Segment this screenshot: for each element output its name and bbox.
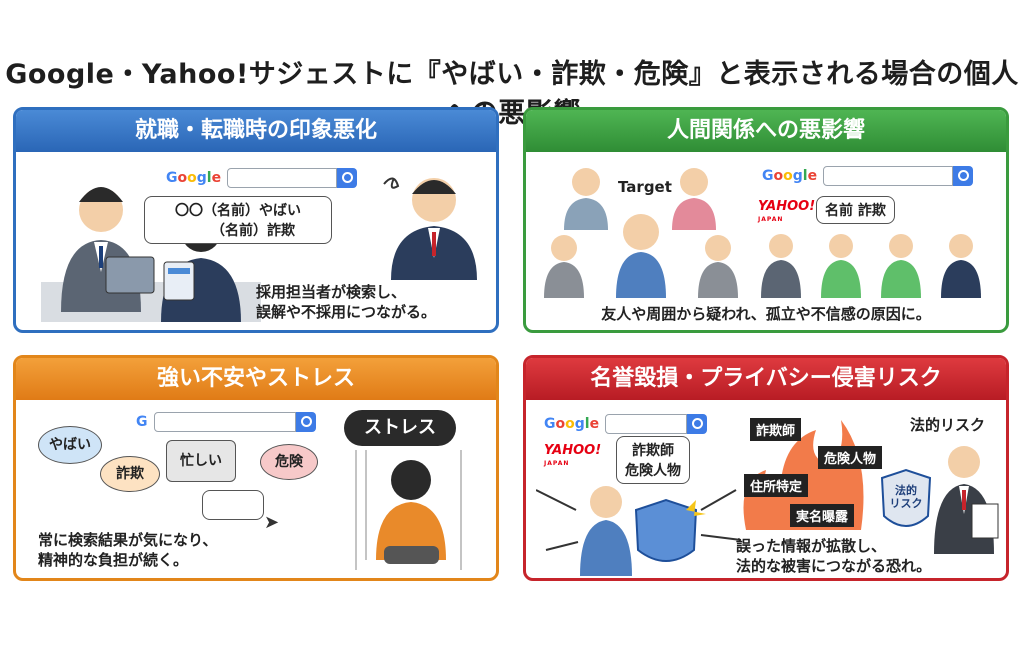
blank-speech-bubble: [202, 490, 264, 520]
search-icon: [295, 412, 316, 432]
fire-label: 詐欺師: [750, 418, 802, 441]
panel-heading: 名誉毀損・プライバシー侵害リスク: [526, 358, 1006, 400]
lawyer-illustration: [880, 446, 999, 554]
panel-caption: 友人や周囲から疑われ、孤立や不信感の原因に。: [601, 305, 931, 323]
google-logo: G: [136, 414, 148, 430]
google-logo: Google: [544, 416, 600, 432]
panel-defamation-risk: 名誉毀損・プライバシー侵害リスク Google YAHOO!JAPAN 詐欺師 …: [523, 355, 1009, 581]
yahoo-logo: YAHOO!JAPAN: [758, 199, 816, 223]
google-logo: Google: [166, 170, 222, 186]
legal-risk-label: 法的リスク: [910, 416, 986, 434]
panel-anxiety-stress: 強い不安やストレス G やばい 詐欺 忙しい 危険 ➤ ストレス 常に検索結果が…: [13, 355, 499, 581]
distressed-person-illustration: [355, 450, 462, 570]
search-input: [153, 412, 296, 432]
person-with-shield-illustration: [536, 486, 742, 576]
friends-suspecting-illustration: [544, 168, 738, 298]
suggestion-bubble: 詐欺師 危険人物: [616, 436, 690, 484]
google-search-bar: Google: [544, 414, 708, 434]
interviewer-scene-illustration: [41, 187, 261, 322]
panel-heading: 強い不安やストレス: [16, 358, 496, 400]
google-search-bar: G: [136, 412, 316, 432]
word-bubble-yabai: やばい: [38, 426, 102, 464]
panel-relationships: 人間関係への悪影響 Target Google YAHOO!JAPAN 名前 詐…: [523, 107, 1009, 333]
search-icon: [953, 166, 974, 186]
suggestion-bubble: 名前 詐欺: [816, 196, 895, 224]
word-bubble-kiken: 危険: [260, 444, 318, 480]
fire-label: 実名曝露: [790, 504, 855, 527]
panel-caption: 常に検索結果が気になり、 精神的な負担が続く。: [38, 531, 218, 569]
suggestion-bubble: 〇〇（名前）やばい （名前）詐欺: [144, 196, 332, 244]
fire-label: 住所特定: [744, 474, 809, 497]
people-with-phones-illustration: [761, 234, 981, 298]
word-bubble-sagi: 詐欺: [100, 456, 160, 492]
panel-job-impression: 就職・転職時の印象悪化 Google 〇〇（名前）やばい （名前）詐欺: [13, 107, 499, 333]
shield-label: 法的 リスク: [889, 484, 923, 510]
worried-man-illustration: [383, 177, 477, 280]
panel-heading: 就職・転職時の印象悪化: [16, 110, 496, 152]
search-icon: [687, 414, 708, 434]
panel-caption: 誤った情報が拡散し、 法的な被害につながる恐れ。: [736, 537, 932, 575]
stress-label: ストレス: [344, 410, 456, 446]
word-bubble-isogashii: 忙しい: [166, 440, 236, 482]
google-search-bar: Google: [166, 168, 358, 188]
cursor-icon: ➤: [264, 512, 280, 533]
search-icon: [337, 168, 358, 188]
fire-label: 危険人物: [818, 446, 883, 469]
google-logo: Google: [762, 168, 818, 184]
search-input: [823, 166, 954, 186]
google-search-bar: Google: [762, 166, 974, 186]
yahoo-logo: YAHOO!JAPAN: [544, 443, 602, 467]
panel-heading: 人間関係への悪影響: [526, 110, 1006, 152]
search-input: [605, 414, 688, 434]
target-label: Target: [618, 178, 672, 196]
panel-caption: 採用担当者が検索し、 誤解や不採用につながる。: [256, 283, 437, 321]
search-input: [227, 168, 338, 188]
